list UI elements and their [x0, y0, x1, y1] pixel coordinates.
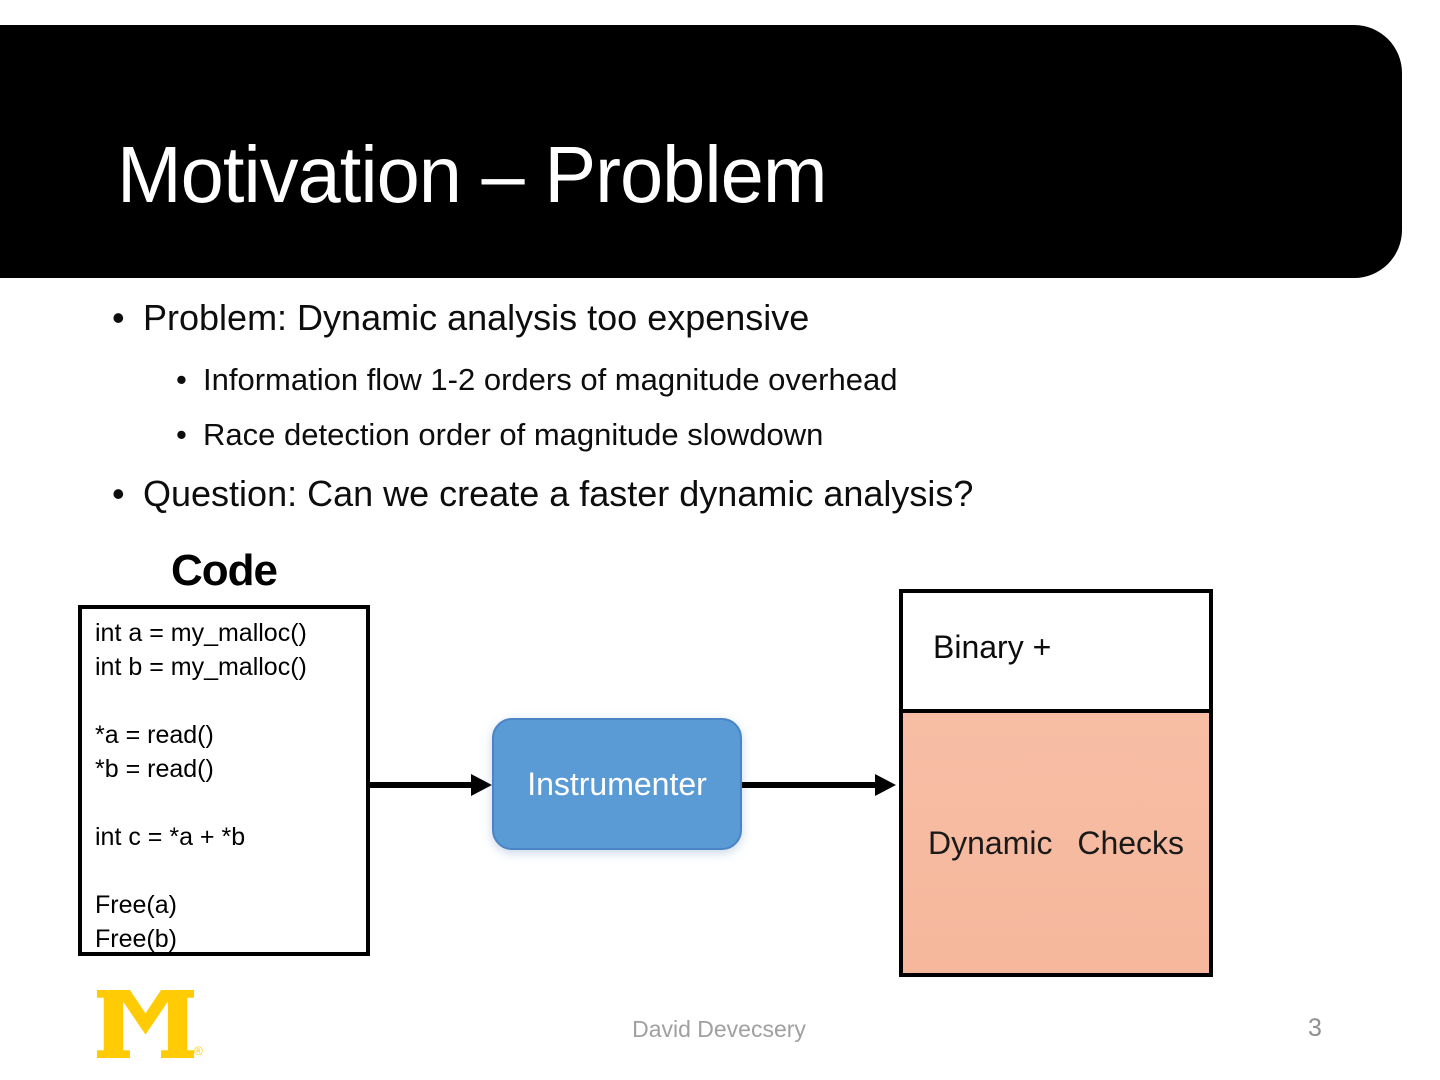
- arrowhead-icon: [471, 774, 492, 796]
- binary-output-box: Binary + Dynamic Checks: [899, 589, 1213, 977]
- bullet-question: Question: Can we create a faster dynamic…: [112, 473, 973, 515]
- arrow-code-to-instrumenter: [370, 782, 472, 788]
- title-banner: Motivation – Problem: [0, 25, 1402, 278]
- slide-page-number: 3: [1308, 1014, 1322, 1042]
- instrumenter-label: Instrumenter: [527, 765, 707, 802]
- footer-author: David Devecsery: [632, 1016, 806, 1042]
- bullet-text: Question: Can we create a faster dynamic…: [143, 473, 974, 514]
- bullet-icon: [112, 297, 143, 339]
- bullet-icon: [112, 473, 143, 515]
- dynamic-checks-section: Dynamic Checks: [903, 713, 1209, 973]
- binary-plus-section: Binary +: [903, 593, 1209, 713]
- bullet-text: Problem: Dynamic analysis too expensive: [143, 297, 810, 338]
- bullet-icon: [176, 362, 203, 398]
- bullet-race-detection: Race detection order of magnitude slowdo…: [176, 417, 823, 453]
- arrowhead-icon: [875, 774, 896, 796]
- bullet-information-flow: Information flow 1-2 orders of magnitude…: [176, 362, 897, 398]
- bullet-text: Information flow 1-2 orders of magnitude…: [203, 362, 898, 397]
- registered-trademark-icon: ®: [194, 1044, 203, 1058]
- bullet-problem: Problem: Dynamic analysis too expensive: [112, 297, 809, 339]
- bullet-text: Race detection order of magnitude slowdo…: [203, 417, 824, 452]
- university-of-michigan-block-m-icon: [96, 990, 195, 1058]
- code-box: int a = my_malloc() int b = my_malloc() …: [78, 605, 370, 956]
- instrumenter-node: Instrumenter: [492, 718, 742, 850]
- code-box-heading: Code: [171, 546, 278, 595]
- slide-title: Motivation – Problem: [117, 130, 827, 219]
- code-snippet: int a = my_malloc() int b = my_malloc() …: [95, 619, 307, 953]
- arrow-instrumenter-to-binary: [742, 782, 876, 788]
- bullet-icon: [176, 417, 203, 453]
